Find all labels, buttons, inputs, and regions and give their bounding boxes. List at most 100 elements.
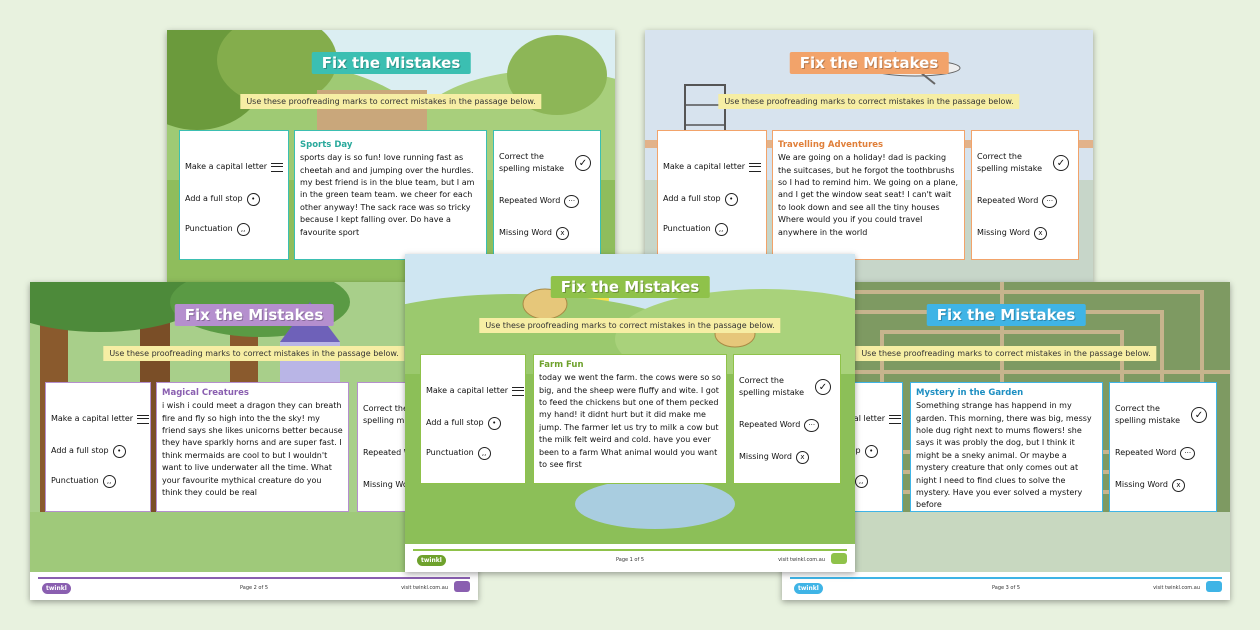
circled-punctuation-icon: ,, — [854, 475, 868, 488]
circled-punctuation-icon: ,, — [477, 447, 491, 460]
circled-punctuation-icon: ,, — [236, 223, 250, 236]
story-title: Mystery in the Garden — [916, 388, 1024, 398]
instructions: Use these proofreading marks to correct … — [479, 318, 781, 333]
site-url: visit twinkl.com.au — [778, 557, 825, 563]
twinkl-logo: twinkl — [42, 583, 71, 594]
worksheet-travelling: Fix the Mistakes Use these proofreading … — [645, 30, 1093, 282]
brand-badge — [454, 581, 470, 592]
worksheet-title: Fix the Mistakes — [311, 52, 471, 74]
mark-fullstop: Add a full stop• — [426, 417, 501, 430]
mark-fullstop: Add a full stop• — [663, 193, 738, 206]
site-url: visit twinkl.com.au — [401, 585, 448, 591]
circled-dot-icon: • — [864, 445, 878, 458]
story-text: sports day is so fun! love running fast … — [300, 153, 475, 237]
worksheet-magical-creatures: Fix the Mistakes Use these proofreading … — [30, 282, 478, 600]
mark-repeated: Repeated Word··· — [1115, 447, 1196, 460]
brand-badge — [831, 553, 847, 564]
marks-panel: Make a capital letter Add a full stop• P… — [420, 354, 526, 484]
circled-ellipsis-icon: ··· — [1180, 447, 1196, 460]
worksheet-title: Fix the Mistakes — [926, 304, 1086, 326]
mark-capital: Make a capital letter — [663, 161, 762, 173]
mark-punctuation: Punctuation,, — [51, 475, 116, 488]
mark-spelling: Correct the spelling mistake✓ — [499, 151, 591, 176]
circled-dot-icon: • — [112, 445, 126, 458]
circled-dot-icon: • — [724, 193, 738, 206]
mark-punctuation: Punctuation,, — [185, 223, 250, 236]
spelling-panel: Correct the spelling mistake✓ Repeated W… — [733, 354, 841, 484]
worksheet-farm-fun: Fix the Mistakes Use these proofreading … — [405, 254, 855, 572]
mark-repeated: Repeated Word··· — [499, 195, 580, 208]
story-title: Farm Fun — [539, 360, 584, 370]
instructions: Use these proofreading marks to correct … — [240, 94, 542, 109]
footer-rule — [413, 549, 847, 551]
mark-fullstop: Add a full stop• — [185, 193, 260, 206]
twinkl-logo: twinkl — [794, 583, 823, 594]
instructions: Use these proofreading marks to correct … — [855, 346, 1157, 361]
triple-underline-icon — [271, 162, 284, 172]
circled-x-icon: x — [1033, 227, 1047, 240]
instructions: Use these proofreading marks to correct … — [103, 346, 405, 361]
story-panel: Sports Day sports day is so fun! love ru… — [294, 130, 487, 260]
mark-capital: Make a capital letter — [426, 385, 525, 397]
circled-ellipsis-icon: ··· — [564, 195, 580, 208]
story-text: today we went the farm. the cows were so… — [539, 373, 721, 469]
circled-x-icon: x — [795, 451, 809, 464]
circled-tick-icon: ✓ — [575, 155, 591, 172]
circled-tick-icon: ✓ — [1053, 155, 1069, 172]
story-panel: Farm Fun today we went the farm. the cow… — [533, 354, 727, 484]
circled-dot-icon: • — [246, 193, 260, 206]
mark-spelling: Correct the spelling mistake✓ — [739, 375, 831, 400]
mark-spelling: Correct the spelling mistake✓ — [1115, 403, 1207, 428]
worksheet-title: Fix the Mistakes — [789, 52, 949, 74]
spelling-panel: Correct the spelling mistake✓ Repeated W… — [971, 130, 1079, 260]
circled-tick-icon: ✓ — [1191, 407, 1207, 424]
mark-fullstop: Add a full stop• — [51, 445, 126, 458]
circled-ellipsis-icon: ··· — [804, 419, 820, 432]
mark-punctuation: Punctuation,, — [426, 447, 491, 460]
circled-punctuation-icon: ,, — [714, 223, 728, 236]
page-footer: twinkl Page 1 of 5 visit twinkl.com.au — [405, 544, 855, 572]
mark-spelling: Correct the spelling mistake✓ — [977, 151, 1069, 176]
circled-ellipsis-icon: ··· — [1042, 195, 1058, 208]
page-number: Page 1 of 5 — [615, 557, 645, 563]
story-panel: Magical Creatures i wish i could meet a … — [156, 382, 349, 512]
page-number: Page 3 of 5 — [991, 585, 1021, 591]
circled-x-icon: x — [555, 227, 569, 240]
story-title: Sports Day — [300, 140, 353, 150]
circled-x-icon: x — [1171, 479, 1185, 492]
mark-repeated: Repeated Word··· — [739, 419, 820, 432]
marks-panel: Make a capital letter Add a full stop• P… — [179, 130, 289, 260]
story-text: We are going on a holiday! dad is packin… — [778, 153, 959, 237]
mark-capital: Make a capital letter — [185, 161, 284, 173]
mark-punctuation: Punctuation,, — [663, 223, 728, 236]
triple-underline-icon — [137, 414, 150, 424]
marks-panel: Make a capital letter Add a full stop• P… — [657, 130, 767, 260]
spelling-panel: Correct the spelling mistake✓ Repeated W… — [493, 130, 601, 260]
site-url: visit twinkl.com.au — [1153, 585, 1200, 591]
footer-rule — [790, 577, 1222, 579]
circled-dot-icon: • — [487, 417, 501, 430]
story-panel: Mystery in the Garden Something strange … — [910, 382, 1103, 512]
instructions: Use these proofreading marks to correct … — [718, 94, 1020, 109]
page-footer: twinkl Page 2 of 5 visit twinkl.com.au — [30, 572, 478, 600]
circled-punctuation-icon: ,, — [102, 475, 116, 488]
brand-badge — [1206, 581, 1222, 592]
triple-underline-icon — [749, 162, 762, 172]
page-footer: twinkl Page 3 of 5 visit twinkl.com.au — [782, 572, 1230, 600]
story-title: Travelling Adventures — [778, 140, 884, 150]
worksheet-title: Fix the Mistakes — [174, 304, 334, 326]
story-panel: Travelling Adventures We are going on a … — [772, 130, 965, 260]
marks-panel: Make a capital letter Add a full stop• P… — [45, 382, 151, 512]
page-number: Page 2 of 5 — [239, 585, 269, 591]
worksheet-title: Fix the Mistakes — [550, 276, 710, 298]
worksheet-sports-day: Fix the Mistakes Use these proofreading … — [167, 30, 615, 282]
spelling-panel: Correct the spelling mistake✓ Repeated W… — [1109, 382, 1217, 512]
circled-tick-icon: ✓ — [815, 379, 831, 396]
mark-repeated: Repeated Word··· — [977, 195, 1058, 208]
story-text: i wish i could meet a dragon they can br… — [162, 401, 343, 497]
twinkl-logo: twinkl — [417, 555, 446, 566]
mark-capital: Make a capital letter — [51, 413, 150, 425]
